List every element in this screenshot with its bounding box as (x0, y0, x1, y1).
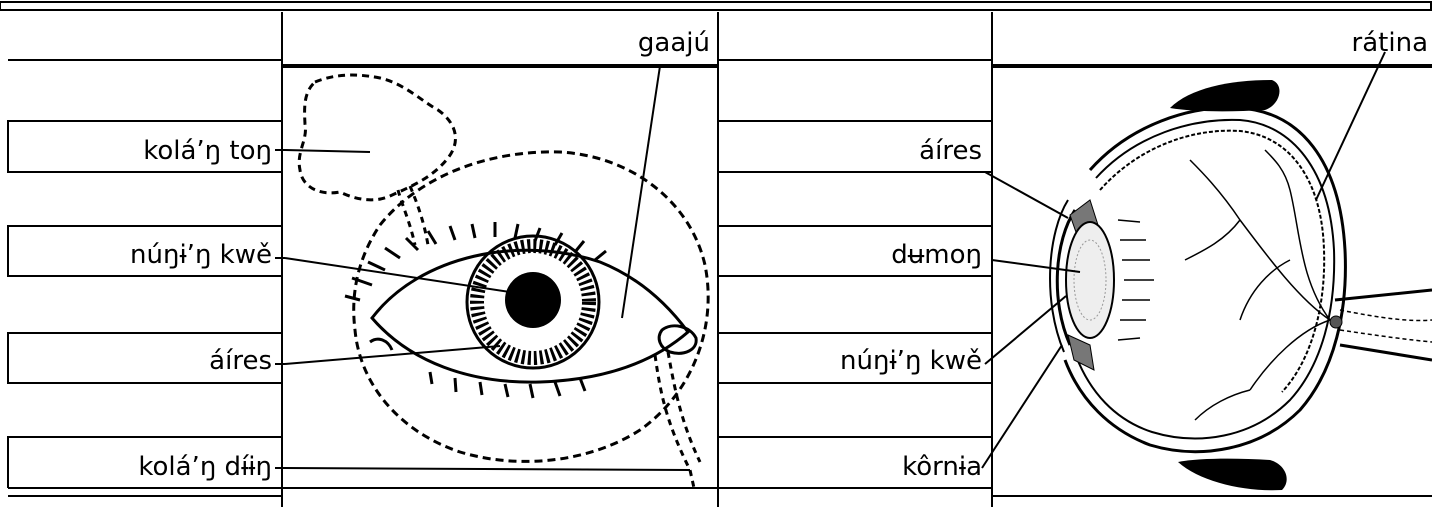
optic-nerve (1335, 290, 1432, 360)
external-eye-drawing (299, 75, 708, 488)
eye-cross-section-drawing (1050, 80, 1432, 490)
pointer-gaajú (622, 66, 660, 318)
lower-muscle (1178, 459, 1287, 491)
label-pupil-right: núŋɨ’ŋ kwě (720, 346, 982, 376)
label-eyebrow: kolá’ŋ toŋ (10, 136, 272, 166)
pointer-iris-right (985, 172, 1068, 218)
label-tear-duct: kolá’ŋ dɨ́ɨŋ (10, 452, 272, 482)
pointer-retina (1316, 52, 1385, 200)
pointer-eyebrow (285, 150, 370, 152)
label-cornea: kôrnɨa (720, 452, 982, 482)
pupil (505, 272, 561, 328)
label-iris-left: áíres (10, 346, 272, 376)
label-rátina: rátina (1270, 28, 1428, 58)
label-gaaju: gaajú (560, 28, 710, 58)
label-lens: dʉmoŋ (720, 240, 982, 270)
label-pupil-left: núŋɨ’ŋ kwě (10, 240, 272, 270)
middle-label-boxes (718, 121, 992, 488)
pointer-pupil-right (985, 296, 1066, 364)
lens (1066, 222, 1114, 338)
pointer-tear-duct (285, 468, 690, 470)
blood-vessels (1185, 150, 1330, 420)
pointer-cornea (982, 345, 1062, 468)
label-iris-right: áíres (720, 136, 982, 166)
label-tick-marks (275, 150, 285, 468)
left-label-boxes (8, 121, 282, 488)
